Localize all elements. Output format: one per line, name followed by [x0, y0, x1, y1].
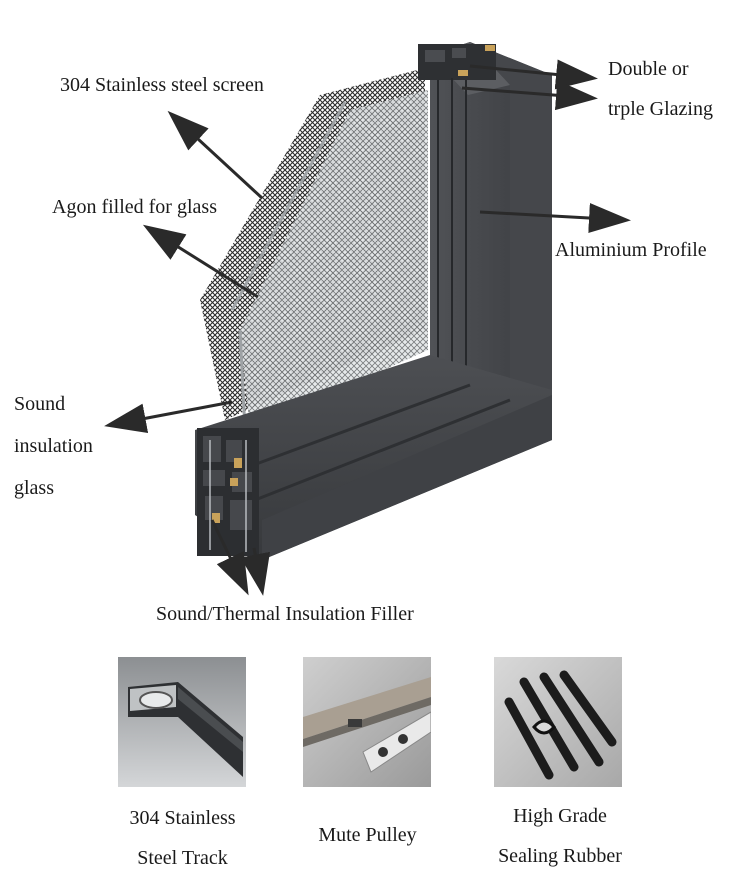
arrow-filler-2	[240, 547, 270, 596]
steel-track-photo	[118, 657, 246, 787]
aluminium-frame-bottom	[195, 355, 552, 560]
caption-mute-pulley: Mute Pulley	[290, 815, 445, 855]
caption-steel-track: 304 Stainless Steel Track	[95, 798, 270, 878]
caption-sealing-rubber: High Grade Sealing Rubber	[470, 796, 650, 876]
label-argon-glass: Agon filled for glass	[52, 196, 217, 218]
arrow-argon	[142, 224, 259, 299]
arrow-screen	[167, 110, 264, 200]
arrow-filler-1	[210, 519, 249, 596]
arrow-glazing-2	[461, 80, 598, 111]
arrow-aluminium	[479, 203, 631, 233]
glass-pane	[240, 90, 428, 430]
arrow-sound-glass	[104, 400, 233, 434]
caption-mute-pulley-line1: Mute Pulley	[318, 824, 417, 846]
label-glazing-line2: trple Glazing	[608, 98, 713, 120]
label-sound-line3: glass	[14, 477, 54, 499]
label-glazing-line1: Double or	[608, 58, 689, 80]
label-sound-line1: Sound	[14, 393, 66, 415]
caption-steel-track-line2: Steel Track	[137, 847, 228, 869]
label-double-glazing: Double or trple Glazing	[608, 49, 713, 129]
label-aluminium-profile: Aluminium Profile	[555, 239, 707, 261]
pulley-photo	[303, 657, 431, 787]
label-sound-line2: insulation	[14, 435, 93, 457]
caption-sealing-rubber-line2: Sealing Rubber	[498, 845, 622, 867]
caption-steel-track-line1: 304 Stainless	[129, 807, 236, 829]
rubber-seal-photo	[494, 657, 622, 787]
arrow-glazing-1	[469, 59, 598, 90]
label-insulation-filler: Sound/Thermal Insulation Filler	[156, 603, 414, 625]
label-stainless-screen: 304 Stainless steel screen	[60, 74, 264, 96]
caption-sealing-rubber-line1: High Grade	[513, 805, 607, 827]
label-sound-insulation: Sound insulation glass	[14, 383, 134, 509]
window-profile-diagram	[104, 42, 631, 596]
